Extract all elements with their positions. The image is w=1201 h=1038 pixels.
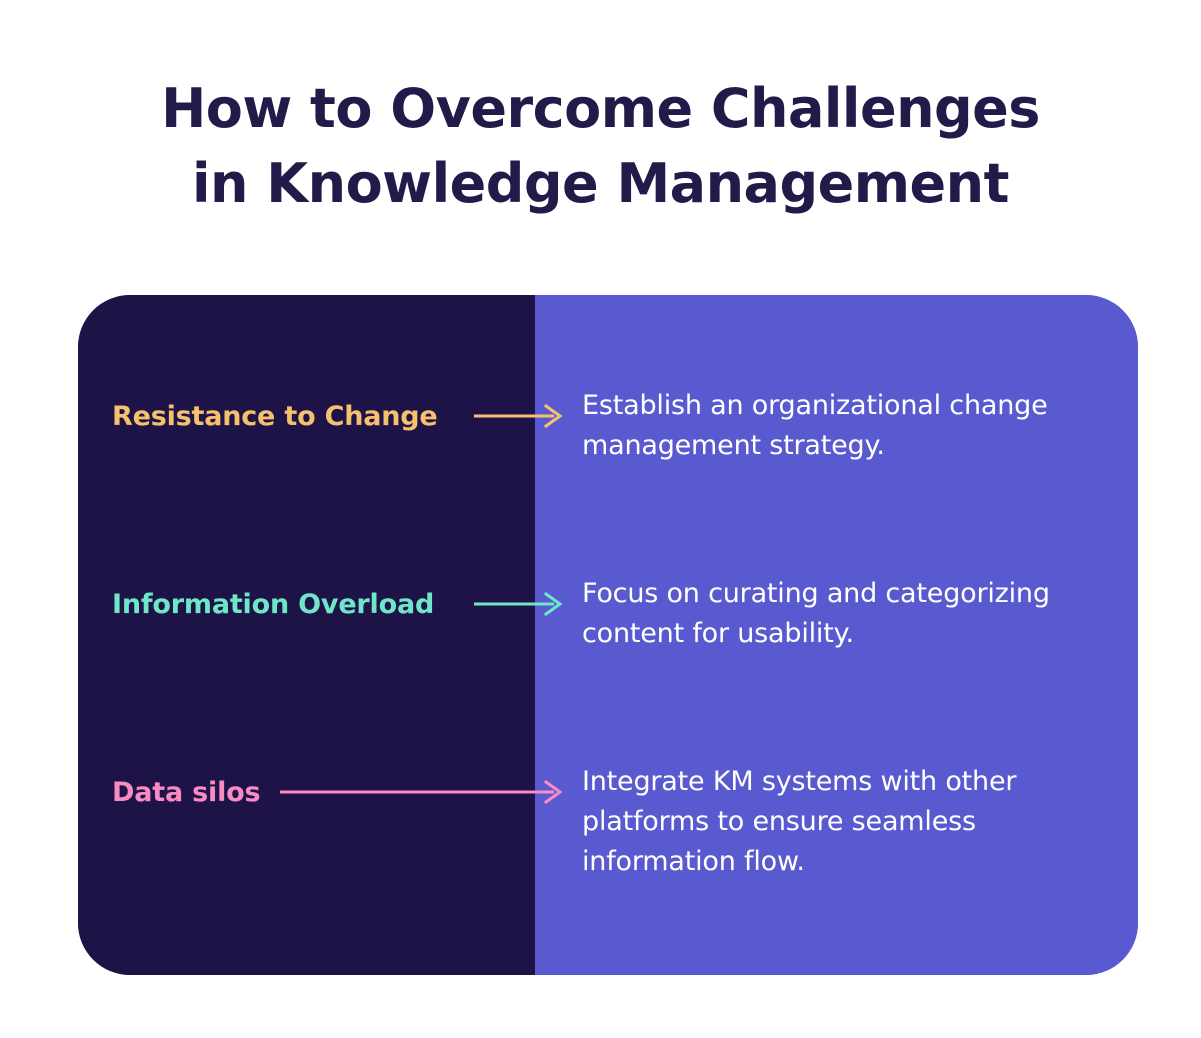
arrow-resistance-to-change: [474, 403, 563, 429]
title-line-1: How to Overcome Challenges: [161, 77, 1040, 140]
challenges-card: Resistance to Change Establish an organi…: [78, 295, 1138, 975]
challenge-label-information-overload: Information Overload: [112, 588, 435, 620]
solutions-panel: [535, 295, 1138, 975]
arrow-information-overload: [474, 591, 563, 617]
challenge-label-resistance-to-change: Resistance to Change: [112, 400, 438, 432]
title-line-2: in Knowledge Management: [192, 151, 1009, 215]
solution-text-data-silos: Integrate KM systems with other platform…: [582, 766, 1017, 877]
page-title: How to Overcome Challenges in Knowledge …: [0, 72, 1201, 221]
challenge-label-data-silos: Data silos: [112, 776, 261, 808]
arrow-data-silos: [280, 779, 563, 805]
solution-text-resistance-to-change: Establish an organizational change manag…: [582, 390, 1048, 461]
challenges-panel: [78, 295, 535, 975]
solution-text-information-overload: Focus on curating and categorizing conte…: [582, 578, 1050, 649]
